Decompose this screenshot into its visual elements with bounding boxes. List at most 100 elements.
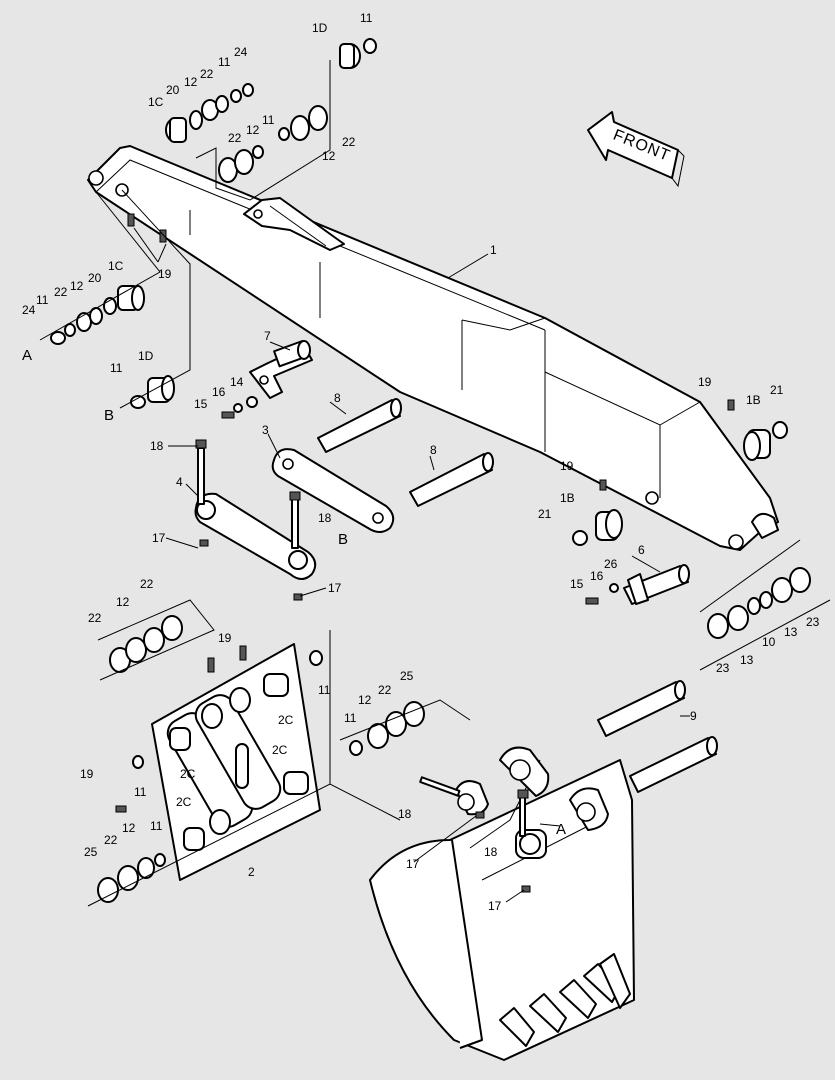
ref-mark-a-left: A: [22, 347, 32, 364]
label-23-right: 23: [806, 615, 820, 629]
label-25-link: 25: [84, 845, 98, 859]
label-22-top: 22: [200, 67, 214, 81]
label-9: 9: [690, 709, 697, 723]
label-15-right: 15: [570, 577, 584, 591]
label-19-right: 19: [698, 375, 712, 389]
label-17-a: 17: [152, 531, 166, 545]
grease-fittings-left: [127, 213, 167, 263]
label-12-mid2: 12: [358, 693, 372, 707]
label-12-link: 12: [122, 821, 136, 835]
label-1d-top: 1D: [312, 21, 328, 35]
label-1c-top: 1C: [148, 95, 164, 109]
linkage-2: [115, 643, 323, 881]
label-11-link: 11: [318, 683, 331, 697]
label-12-wash: 12: [116, 595, 130, 609]
label-11-mid: 11: [262, 113, 275, 127]
label-21-top: 21: [770, 383, 784, 397]
bucket: [369, 746, 635, 1061]
label-18-bucket2: 18: [484, 845, 498, 859]
pin-7: [221, 340, 313, 419]
label-19-mid: 19: [560, 459, 574, 473]
pins-8: [317, 398, 494, 507]
label-18-b: 18: [318, 511, 332, 525]
label-22-wash2: 22: [88, 611, 102, 625]
label-6: 6: [638, 543, 645, 557]
label-15-left: 15: [194, 397, 208, 411]
linkage-washers: [87, 630, 471, 907]
label-11-link3: 11: [150, 819, 163, 833]
label-12-left: 12: [70, 279, 84, 293]
label-12-mid: 12: [246, 123, 260, 137]
left-washers: [97, 599, 215, 681]
label-1b-mid: 1B: [560, 491, 575, 505]
arm-assembly: [87, 145, 779, 551]
top-bushings: [165, 38, 377, 201]
right-bushings: [572, 399, 788, 546]
callout-labels: 1 1D 11 24 11 22 12 20 1C 11 12 22 12 22…: [22, 11, 820, 913]
label-4: 4: [176, 475, 183, 489]
label-16-left: 16: [212, 385, 226, 399]
label-17-bucket2: 17: [488, 899, 502, 913]
label-26: 26: [604, 557, 618, 571]
label-23-left: 23: [716, 661, 730, 675]
left-bushings: [39, 191, 161, 345]
label-20-top: 20: [166, 83, 180, 97]
label-19-link: 19: [218, 631, 232, 645]
label-1d-left: 1D: [138, 349, 154, 363]
label-19-link2: 19: [80, 767, 94, 781]
label-18-a: 18: [150, 439, 164, 453]
label-11-left: 11: [36, 293, 49, 307]
label-22-left: 22: [54, 285, 68, 299]
label-11-b: 11: [110, 361, 123, 375]
label-17-b: 17: [328, 581, 342, 595]
leader-lines: [165, 253, 690, 903]
label-22-mid: 22: [228, 131, 242, 145]
label-16-right: 16: [590, 569, 604, 583]
label-7: 7: [264, 329, 271, 343]
label-3: 3: [262, 423, 269, 437]
label-22-mid2: 22: [378, 683, 392, 697]
label-21-mid: 21: [538, 507, 552, 521]
pins-9: [597, 680, 718, 793]
label-22-link: 22: [104, 833, 118, 847]
b-bushing: [119, 189, 191, 409]
label-18-bucket: 18: [398, 807, 412, 821]
label-11-top2: 11: [218, 55, 231, 69]
label-22-right: 22: [342, 135, 356, 149]
label-11-mid2: 11: [344, 711, 357, 725]
pin-6: [585, 564, 690, 605]
label-1b-top: 1B: [746, 393, 761, 407]
label-14: 14: [230, 375, 244, 389]
label-11-top: 11: [360, 11, 373, 25]
label-24-top: 24: [234, 45, 248, 59]
label-24-left: 24: [22, 303, 36, 317]
label-2c-c: 2C: [180, 767, 196, 781]
label-2: 2: [248, 865, 255, 879]
label-8-bottom: 8: [430, 443, 437, 457]
ref-mark-a-bucket: A: [556, 821, 566, 838]
label-22-wash: 22: [140, 577, 154, 591]
right-washers: [699, 539, 831, 671]
label-10: 10: [762, 635, 776, 649]
label-1: 1: [490, 243, 497, 257]
label-1c-left: 1C: [108, 259, 124, 273]
label-25-mid: 25: [400, 669, 414, 683]
label-20-left: 20: [88, 271, 102, 285]
link-4: [194, 439, 317, 601]
front-arrow: FRONT: [587, 111, 685, 188]
link-3: [271, 448, 395, 533]
label-2c-a: 2C: [278, 713, 294, 727]
ref-mark-b-right: B: [338, 531, 348, 548]
label-12-top: 12: [184, 75, 198, 89]
label-13-right: 13: [784, 625, 798, 639]
label-11-link2: 11: [134, 785, 147, 799]
label-8-top: 8: [334, 391, 341, 405]
label-19-left: 19: [158, 267, 172, 281]
label-13-left: 13: [740, 653, 754, 667]
label-2c-b: 2C: [272, 743, 288, 757]
ref-mark-b-left: B: [104, 407, 114, 424]
label-2c-d: 2C: [176, 795, 192, 809]
label-17-bucket: 17: [406, 857, 420, 871]
label-12-right: 12: [322, 149, 336, 163]
